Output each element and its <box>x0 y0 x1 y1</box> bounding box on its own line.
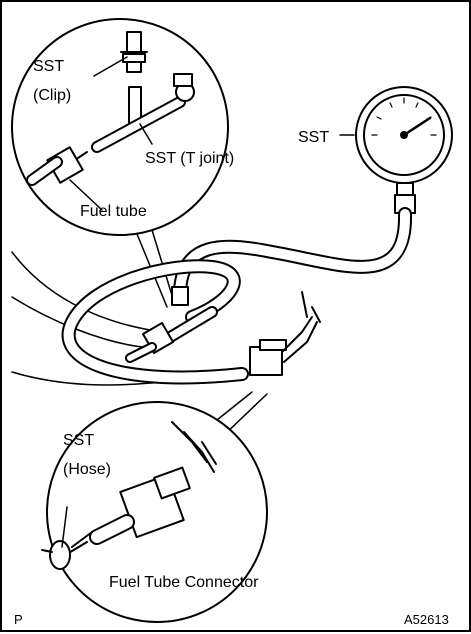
sst-hose-label-line2: (Hose) <box>63 461 112 478</box>
fuel-tube-connector-top <box>26 146 88 186</box>
pressure-gauge <box>339 86 453 214</box>
sst-hose-main <box>173 207 413 299</box>
sst-t-joint-label: SST (T joint) <box>145 150 235 167</box>
sst-gauge-label: SST <box>298 129 330 146</box>
corner-mark: P <box>14 612 23 627</box>
leader-lines-top <box>69 56 153 211</box>
sst-clip-part <box>120 31 148 73</box>
sst-clip-label-line2: (Clip) <box>33 87 72 104</box>
sst-t-joint-part <box>91 73 195 153</box>
connector-closeup <box>41 421 217 570</box>
sst-clip-label-line1: SST <box>33 58 65 75</box>
connector-assembly-main <box>249 291 321 376</box>
fuel-tube-label: Fuel tube <box>80 203 147 220</box>
fuel-pipe-loop <box>61 259 249 385</box>
sst-hose-label-line1: SST <box>63 432 95 449</box>
figure-code: A52613 <box>404 612 449 627</box>
t-joint-installed <box>125 286 218 363</box>
fuel-tube-connector-label: Fuel Tube Connector <box>109 574 259 591</box>
body-outline-lines <box>11 251 163 386</box>
